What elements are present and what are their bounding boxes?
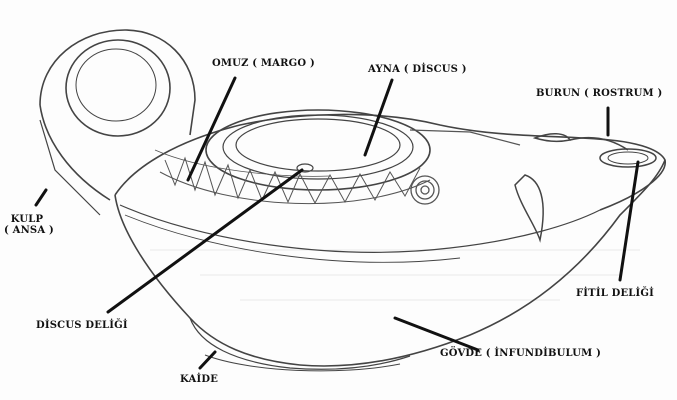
background-texture <box>150 249 640 301</box>
discus-drawing <box>205 109 431 191</box>
label-kulp: KULP ( ANSA ) <box>4 214 54 236</box>
volute-drawing <box>409 129 521 205</box>
pointer-fitil <box>618 160 640 282</box>
pointer-omuz <box>186 76 237 182</box>
label-kulp-line2: ( ANSA ) <box>4 225 54 236</box>
label-kaide: KAİDE <box>180 374 219 385</box>
label-fitil: FİTİL DELİĞİ <box>576 288 655 299</box>
pointer-kulp <box>34 188 48 207</box>
pointer-discus-deligi <box>106 168 304 314</box>
body-drawing <box>114 113 666 372</box>
label-ayna: AYNA ( DİSCUS ) <box>368 64 467 75</box>
shoulder-decoration <box>154 149 431 205</box>
pointer-ayna <box>363 78 394 157</box>
label-discus-deligi: DİSCUS DELİĞİ <box>36 320 128 331</box>
label-omuz: OMUZ ( MARGO ) <box>212 58 315 69</box>
nozzle-drawing <box>514 133 657 243</box>
pointer-kaide <box>198 350 217 370</box>
pointer-govde <box>393 316 480 352</box>
label-burun: BURUN ( ROSTRUM ) <box>536 88 663 99</box>
handle-drawing <box>39 29 196 216</box>
pointer-lines <box>34 76 640 370</box>
label-govde: GÖVDE ( İNFUNDİBULUM ) <box>440 348 602 359</box>
label-kulp-line1: KULP <box>10 214 44 225</box>
